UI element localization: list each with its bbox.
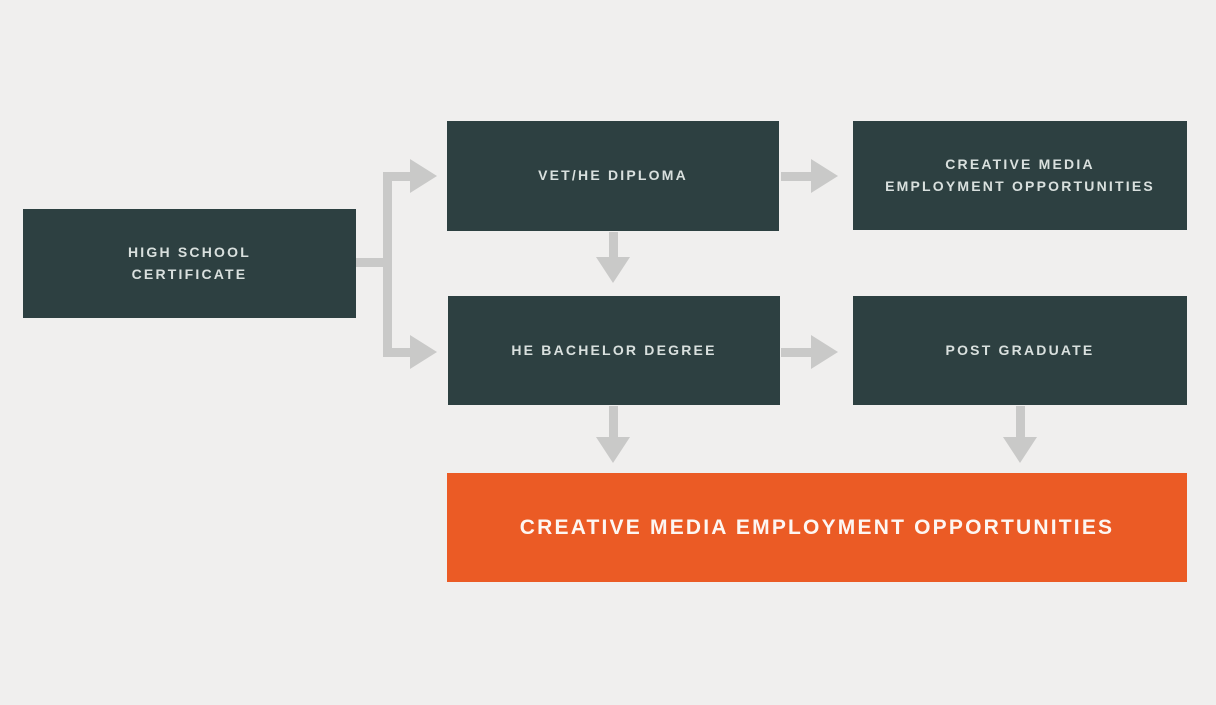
arrow-hs-to-bachelor-shaft bbox=[383, 348, 410, 357]
arrow-bachelor-to-postgrad-shaft bbox=[781, 348, 811, 357]
connector-hs-vertical bbox=[383, 172, 392, 357]
connector-hs-stub bbox=[356, 258, 388, 267]
arrow-hs-to-vet-shaft bbox=[383, 172, 410, 181]
node-label: VET/HE DIPLOMA bbox=[538, 167, 688, 184]
node-label: CREATIVE MEDIA EMPLOYMENT OPPORTUNITIES bbox=[885, 155, 1155, 194]
node-vet-he-diploma: VET/HE DIPLOMA bbox=[447, 121, 779, 231]
node-label: POST GRADUATE bbox=[945, 341, 1095, 358]
node-label: HE BACHELOR DEGREE bbox=[511, 341, 717, 358]
arrow-bachelor-to-creative-shaft bbox=[609, 406, 618, 437]
node-post-graduate: POST GRADUATE bbox=[853, 296, 1187, 405]
arrow-vet-to-bachelor-shaft bbox=[609, 232, 618, 257]
node-creative-media-employment-top: CREATIVE MEDIA EMPLOYMENT OPPORTUNITIES bbox=[853, 121, 1187, 230]
node-label: HIGH SCHOOL CERTIFICATE bbox=[128, 243, 251, 282]
arrow-right-icon bbox=[811, 159, 838, 193]
node-high-school-certificate: HIGH SCHOOL CERTIFICATE bbox=[23, 209, 356, 318]
node-he-bachelor-degree: HE BACHELOR DEGREE bbox=[448, 296, 780, 405]
node-label: CREATIVE MEDIA EMPLOYMENT OPPORTUNITIES bbox=[519, 515, 1115, 539]
arrow-postgrad-to-creative-shaft bbox=[1016, 406, 1025, 437]
node-creative-media-employment-main: CREATIVE MEDIA EMPLOYMENT OPPORTUNITIES bbox=[447, 473, 1187, 582]
arrow-right-icon bbox=[811, 335, 838, 369]
arrow-down-icon bbox=[1003, 437, 1037, 463]
arrow-vet-to-creative-shaft bbox=[781, 172, 811, 181]
arrow-right-icon bbox=[410, 335, 437, 369]
arrow-right-icon bbox=[410, 159, 437, 193]
arrow-down-icon bbox=[596, 437, 630, 463]
arrow-down-icon bbox=[596, 257, 630, 283]
